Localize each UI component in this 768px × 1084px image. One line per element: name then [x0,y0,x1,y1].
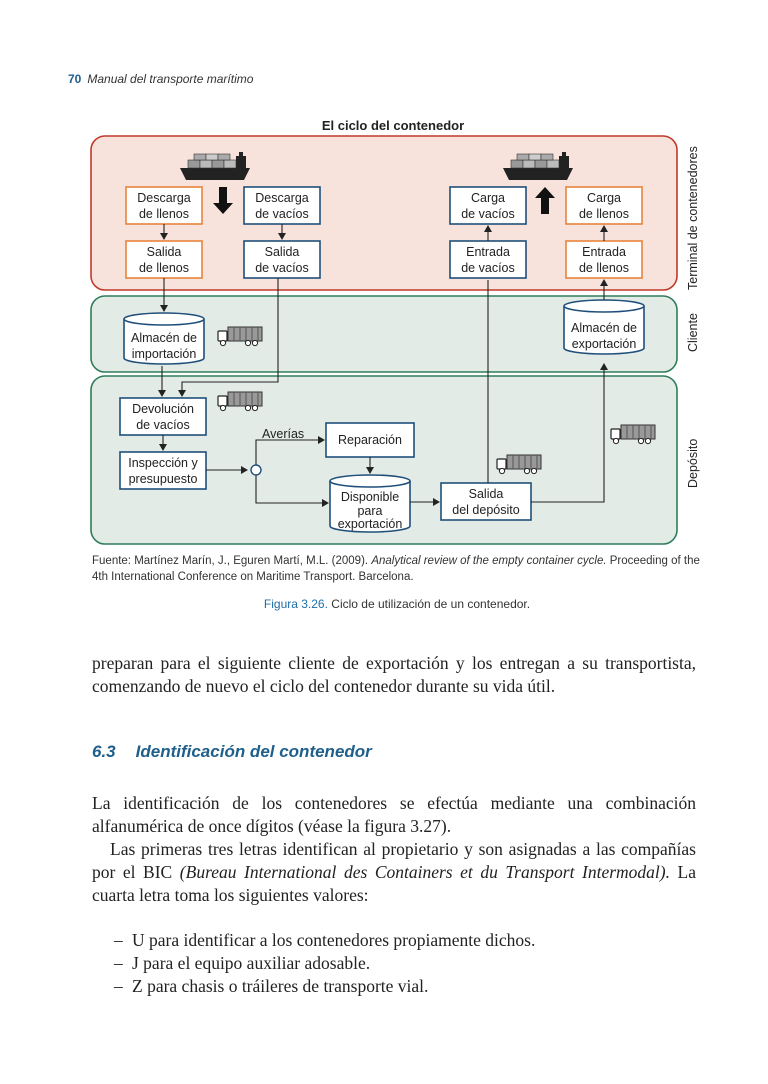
svg-text:presupuesto: presupuesto [129,472,198,486]
figure-caption-text: Ciclo de utilización de un contenedor. [327,597,531,611]
svg-text:de llenos: de llenos [139,207,189,221]
list-item-text: Z para chasis o tráileres de transporte … [132,976,429,996]
svg-text:Devolución: Devolución [132,402,194,416]
svg-text:Salida: Salida [265,245,300,259]
svg-text:Disponible: Disponible [341,490,399,504]
svg-text:Salida: Salida [469,487,504,501]
paragraph-3-start: Las primeras tres letras identifican al … [92,839,696,882]
svg-text:Descarga: Descarga [255,191,309,205]
load-arrow-icon [535,187,555,214]
svg-text:Salida: Salida [147,245,182,259]
list-bullet: – [114,976,123,996]
cylinder-almacen-exportacion: Almacén de exportación [563,299,645,355]
decision-node [250,464,262,476]
svg-text:Inspección y: Inspección y [128,456,198,470]
paragraph-3-end: La cuarta letra toma los siguientes valo… [92,862,696,905]
figure-caption: Figura 3.26. Ciclo de utilización de un … [92,597,702,611]
page-number: 70 [68,72,82,86]
source-note-suffix: Proceeding of the 4th International Conf… [92,555,700,583]
paragraph-3-italic: (Bureau International des Containers et … [179,862,670,882]
container-cycle-diagram: El ciclo del contenedor Terminal de cont… [90,118,700,545]
zone-label-terminal: Terminal de contenedores [686,146,700,290]
svg-text:de vacíos: de vacíos [255,261,309,275]
section-title: Identificación del contenedor [135,742,372,761]
list-item: –J para el equipo auxiliar adosable. [114,953,370,974]
list-bullet: – [114,953,123,973]
box-entrada-vacios: Entrada de vacíos [449,240,527,279]
source-note: Fuente: Martínez Marín, J., Eguren Martí… [92,553,702,585]
svg-text:Descarga: Descarga [137,191,191,205]
paragraph-2: La identificación de los contenedores se… [92,793,696,836]
averias-label: Averías [262,427,304,441]
svg-text:de llenos: de llenos [139,261,189,275]
box-salida-vacios: Salida de vacíos [243,240,321,279]
list-item: –Z para chasis o tráileres de transporte… [114,976,428,997]
svg-text:de vacíos: de vacíos [461,207,515,221]
section-number: 6.3 [92,742,116,761]
box-salida-deposito: Salida del depósito [440,482,532,521]
zone-label-cliente: Cliente [686,313,700,352]
paragraph-1: preparan para el siguiente cliente de ex… [92,653,696,696]
svg-text:de llenos: de llenos [579,261,629,275]
figure-caption-label: Figura 3.26. [263,597,328,611]
cylinder-almacen-importacion: Almacén de importación [123,312,205,365]
box-inspeccion: Inspección y presupuesto [119,451,207,490]
source-note-prefix: Fuente: Martínez Marín, J., Eguren Martí… [92,555,372,567]
svg-text:de llenos: de llenos [579,207,629,221]
svg-text:de vacíos: de vacíos [136,418,190,432]
svg-text:Almacén de: Almacén de [571,321,637,335]
svg-text:Entrada: Entrada [466,245,510,259]
box-salida-llenos: Salida de llenos [125,240,203,279]
cylinder-disponible-exportacion: Disponible para exportación [329,474,411,533]
list-bullet: – [114,930,123,950]
svg-text:del depósito: del depósito [452,503,519,517]
box-carga-llenos: Carga de llenos [565,186,643,225]
svg-text:de vacíos: de vacíos [255,207,309,221]
box-reparacion: Reparación [325,422,415,458]
section-heading: 6.3 Identificación del contenedor [92,742,372,762]
figure-title: El ciclo del contenedor [322,118,464,133]
box-descarga-llenos: Descarga de llenos [125,186,203,225]
paragraph-3: Las primeras tres letras identifican al … [92,838,696,907]
flow-connectors [158,224,608,507]
svg-text:importación: importación [132,347,197,361]
box-carga-vacios: Carga de vacíos [449,186,527,225]
zone-label-deposito: Depósito [686,439,700,488]
svg-text:exportación: exportación [572,337,637,351]
svg-text:Reparación: Reparación [338,433,402,447]
svg-text:Carga: Carga [587,191,621,205]
zone-cliente [90,295,678,373]
book-title: Manual del transporte marítimo [87,72,254,86]
list-item-text: J para el equipo auxiliar adosable. [132,953,371,973]
source-note-title: Analytical review of the empty container… [371,555,607,567]
svg-text:Entrada: Entrada [582,245,626,259]
svg-text:exportación: exportación [338,517,403,531]
list-item: –U para identificar a los contenedores p… [114,930,535,951]
box-descarga-vacios: Descarga de vacíos [243,186,321,225]
svg-text:para: para [357,504,382,518]
svg-text:Almacén de: Almacén de [131,331,197,345]
box-devolucion-vacios: Devolución de vacíos [119,397,207,436]
unload-arrow-icon [213,187,233,214]
svg-text:Carga: Carga [471,191,505,205]
svg-text:de vacíos: de vacíos [461,261,515,275]
running-header: 70 Manual del transporte marítimo [68,72,253,86]
list-item-text: U para identificar a los contenedores pr… [132,930,536,950]
box-entrada-llenos: Entrada de llenos [565,240,643,279]
